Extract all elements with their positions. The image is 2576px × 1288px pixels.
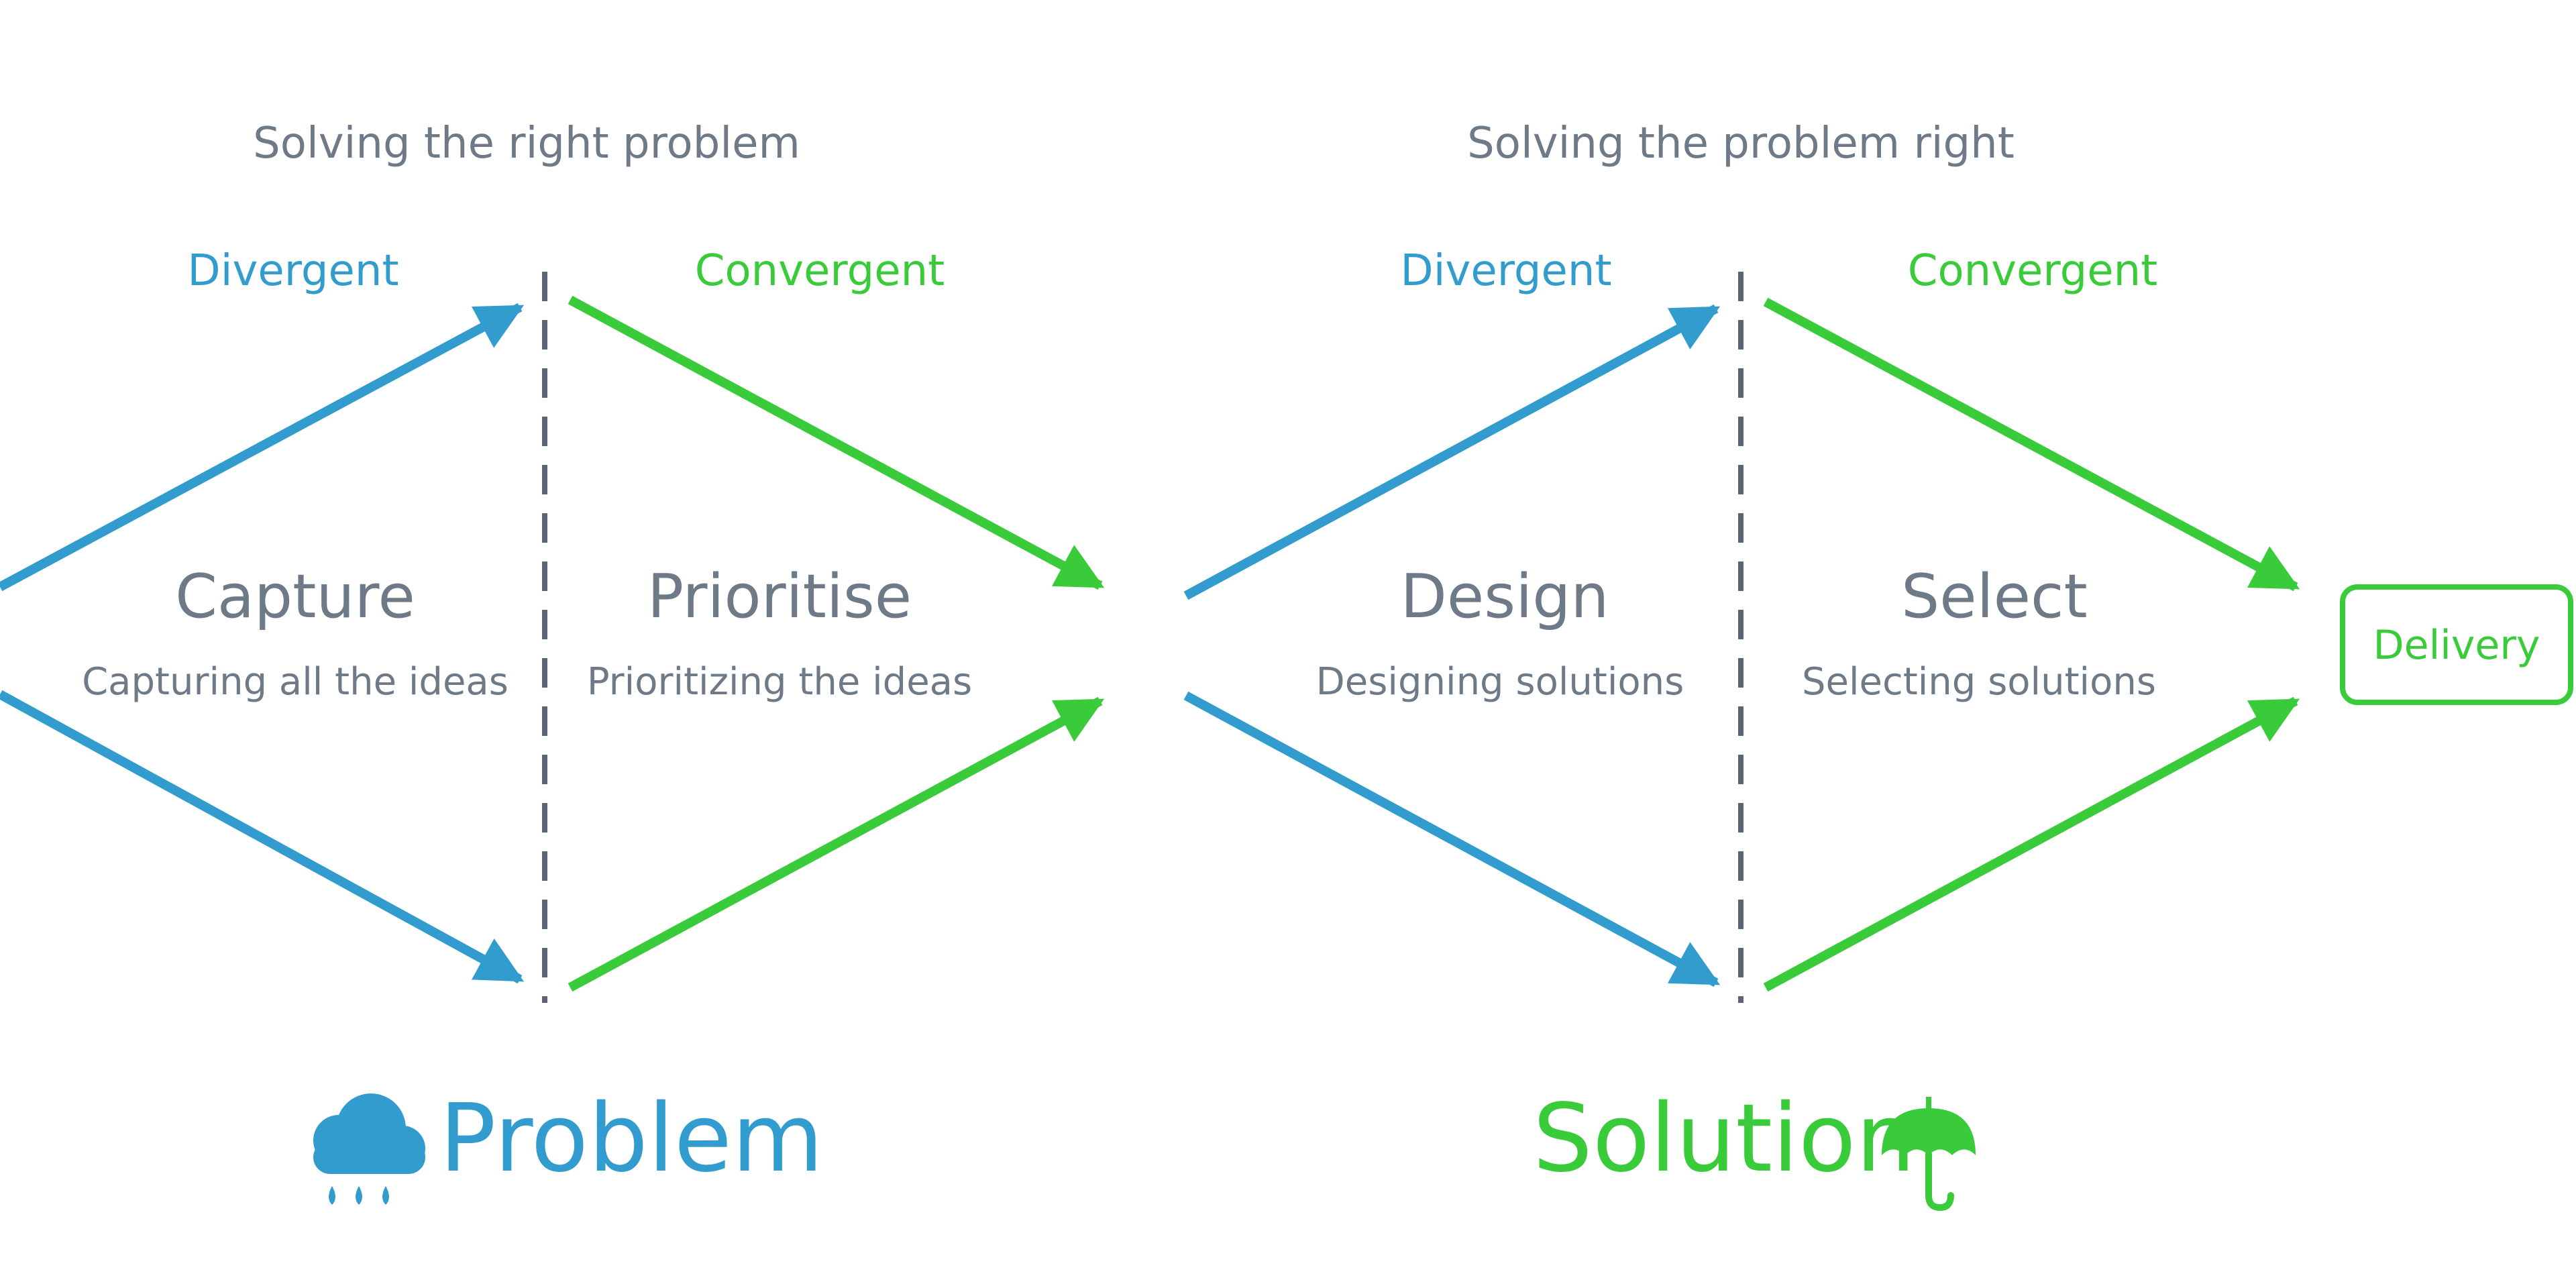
arrow-left-converge-up: [568, 696, 1105, 992]
umbrella-icon: [1882, 1097, 1976, 1212]
arrow-right-converge-down: [1763, 297, 2300, 592]
header-right: Solving the problem right: [1467, 119, 2015, 168]
delivery-label: Delivery: [2373, 622, 2540, 669]
header-left: Solving the right problem: [253, 119, 800, 168]
arrow-left-diverge-up: [0, 303, 525, 592]
stage-prioritise-title: Prioritise: [647, 561, 912, 632]
arrow-left-diverge-down: [0, 690, 525, 984]
stage-select-description: Selecting solutions: [1802, 660, 2156, 704]
footer-solution-label: Solution: [1533, 1084, 1915, 1193]
stage-prioritise-description: Prioritizing the ideas: [587, 660, 972, 704]
stage-select-title: Select: [1901, 561, 2088, 632]
rain-cloud-icon: [313, 1093, 425, 1205]
arrow-right-converge-up: [1763, 696, 2300, 992]
arrow-right-diverge-up: [1183, 304, 1721, 600]
stage-design-title: Design: [1401, 561, 1609, 632]
stage-capture-title: Capture: [175, 561, 415, 632]
mode-right-convergent: Convergent: [1908, 246, 2158, 296]
mode-left-convergent: Convergent: [695, 246, 945, 296]
stage-capture-description: Capturing all the ideas: [82, 660, 508, 704]
mode-right-divergent: Divergent: [1400, 246, 1611, 296]
mode-left-divergent: Divergent: [187, 246, 398, 296]
arrow-left-converge-down: [568, 295, 1105, 590]
delivery-box: Delivery: [2340, 584, 2573, 705]
footer-problem-label: Problem: [439, 1084, 823, 1193]
stage-design-description: Designing solutions: [1316, 660, 1684, 704]
arrow-right-diverge-down: [1183, 691, 1721, 987]
